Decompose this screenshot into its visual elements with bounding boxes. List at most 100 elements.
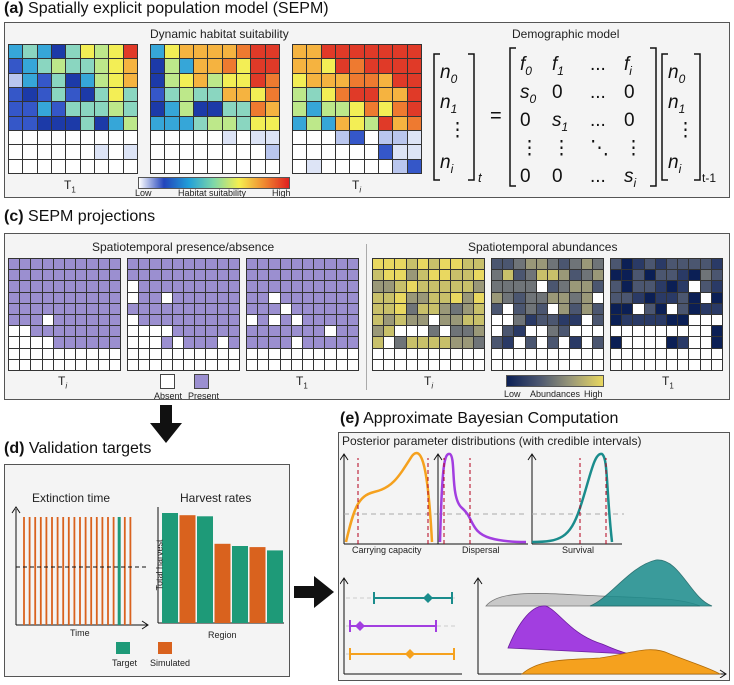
abundance-cell xyxy=(525,348,536,359)
habitat-cell xyxy=(109,45,123,59)
presence-cell xyxy=(53,281,64,292)
abundance-cell xyxy=(536,314,547,326)
legend-present: Present xyxy=(188,391,220,401)
abundance-colorbar-low: Low xyxy=(504,389,521,399)
habitat-cell xyxy=(193,130,208,145)
habitat-cell xyxy=(94,116,109,130)
presence-cell xyxy=(20,337,31,348)
habitat-cell xyxy=(51,87,66,102)
presence-cell xyxy=(183,303,195,314)
ridge-purple xyxy=(507,605,631,655)
presence-cell xyxy=(183,292,195,303)
habitat-cell xyxy=(109,102,123,116)
habitat-cell xyxy=(165,130,179,145)
presence-cell xyxy=(53,259,64,270)
abundance-cell xyxy=(451,359,462,370)
presence-cell xyxy=(9,270,20,281)
abundance-cell xyxy=(536,270,547,281)
presence-cell xyxy=(87,303,98,314)
presence-cell xyxy=(228,337,239,348)
abundance-cell xyxy=(473,314,484,326)
dp-curve xyxy=(438,452,527,544)
abundance-cell xyxy=(655,292,666,303)
abundance-cell xyxy=(428,314,440,326)
ridge-x-arrow xyxy=(719,669,727,678)
abundance-cell xyxy=(622,337,633,348)
habitat-cell xyxy=(307,116,321,130)
presence-cell xyxy=(20,359,31,370)
presence-cell xyxy=(314,281,325,292)
presence-cell xyxy=(291,270,302,281)
abundance-cell xyxy=(689,326,700,337)
presence-cell xyxy=(53,359,64,370)
demographic-title: Demographic model xyxy=(512,27,620,41)
legend-target: Target xyxy=(112,658,138,668)
abundance-cell xyxy=(644,348,655,359)
habitat-cell xyxy=(335,87,350,102)
matrix-cell: ... xyxy=(590,110,606,131)
presence-cell xyxy=(172,359,183,370)
abundance-cell xyxy=(451,326,462,337)
legend-absent: Absent xyxy=(154,391,183,401)
panel-d-text: Validation targets xyxy=(28,440,152,457)
abundance-cell xyxy=(525,281,536,292)
abundance-cell xyxy=(655,270,666,281)
habitat-cell xyxy=(66,116,80,130)
abundance-cell xyxy=(559,337,570,348)
presence-cell xyxy=(128,270,139,281)
habitat-cell xyxy=(179,87,193,102)
presence-cell xyxy=(87,281,98,292)
presence-cell xyxy=(150,326,161,337)
abundance-cell xyxy=(644,292,655,303)
presence-cell xyxy=(9,292,20,303)
presence-cell xyxy=(53,303,64,314)
habitat-cell xyxy=(293,130,307,145)
abundance-cell xyxy=(547,348,559,359)
ridge-teal xyxy=(589,559,713,607)
presence-label-ti-sub: i xyxy=(65,381,68,391)
habitat-cell xyxy=(9,73,23,87)
abundance-cell xyxy=(611,270,622,281)
habitat-cell xyxy=(378,73,393,87)
presence-cell xyxy=(172,270,183,281)
abundance-cell xyxy=(514,326,525,337)
abundance-cell xyxy=(570,259,581,270)
abundance-cell xyxy=(570,359,581,370)
habitat-cell xyxy=(321,45,335,59)
habitat-cell xyxy=(236,116,251,130)
abundance-label-ti-main: T xyxy=(424,374,432,388)
right-arrow-icon xyxy=(294,576,334,608)
habitat-cell xyxy=(321,130,335,145)
abundance-cell xyxy=(428,337,440,348)
presence-cell xyxy=(206,303,217,314)
habitat-cell xyxy=(251,159,265,173)
presence-cell xyxy=(247,303,258,314)
presence-cell xyxy=(325,281,336,292)
habitat-cell xyxy=(66,45,80,59)
harvest-bar xyxy=(249,547,266,623)
presence-cell xyxy=(206,348,217,359)
presence-cell xyxy=(20,259,31,270)
habitat-cell xyxy=(66,73,80,87)
abundance-cell xyxy=(655,337,666,348)
presence-cell xyxy=(195,292,206,303)
habitat-cell xyxy=(321,87,335,102)
habitat-cell xyxy=(123,73,137,87)
habitat-cell xyxy=(378,45,393,59)
abundance-cell xyxy=(373,259,384,270)
habitat-cell xyxy=(407,87,421,102)
habitat-cell xyxy=(94,73,109,87)
ci-point xyxy=(355,621,365,631)
presence-cell xyxy=(280,292,291,303)
habitat-cell xyxy=(66,87,80,102)
abundance-cell xyxy=(395,359,406,370)
abundance-cell xyxy=(492,281,503,292)
matrix-cell: 0 xyxy=(552,82,563,103)
presence-cell xyxy=(42,359,53,370)
abundance-cell xyxy=(473,359,484,370)
habitat-cell xyxy=(335,145,350,159)
abundance-cell xyxy=(622,359,633,370)
presence-cell xyxy=(347,259,358,270)
habitat-cell xyxy=(66,145,80,159)
